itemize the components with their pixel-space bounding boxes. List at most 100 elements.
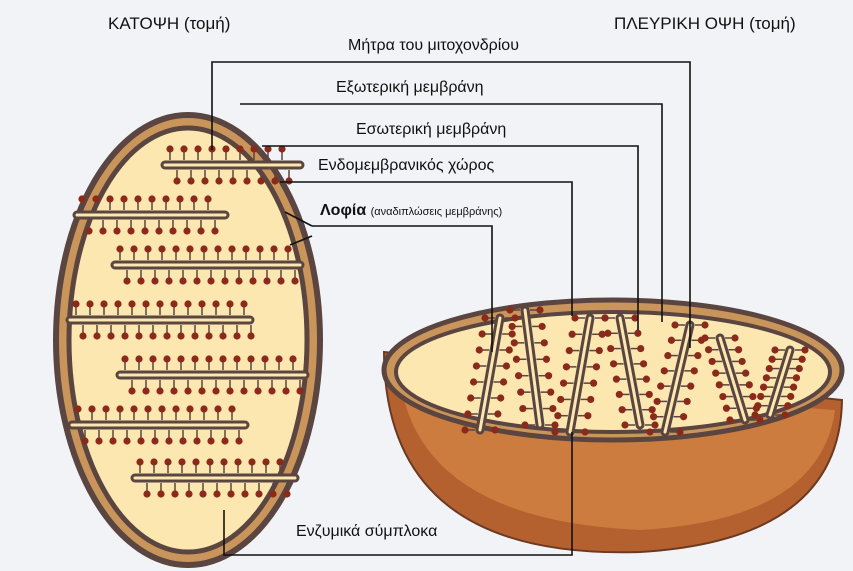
- enzyme-complex-dot: [240, 300, 247, 307]
- enzyme-complex-dot: [177, 332, 184, 339]
- enzyme-complex-dot: [613, 376, 620, 383]
- top-view-intermembrane-space: [69, 128, 307, 552]
- enzyme-complex-dot: [219, 332, 226, 339]
- enzyme-complex-dot: [155, 227, 162, 234]
- enzyme-complex-dot: [121, 355, 128, 362]
- enzyme-complex-dot: [649, 406, 656, 413]
- enzyme-complex-dot: [549, 405, 556, 412]
- enzyme-complex-dot: [128, 300, 135, 307]
- enzyme-complex-dot: [148, 195, 155, 202]
- enzyme-complex-dot: [214, 405, 221, 412]
- enzyme-complex-dot: [207, 437, 214, 444]
- enzyme-complex-dot: [165, 277, 172, 284]
- enzyme-complex-dot: [143, 490, 150, 497]
- enzyme-complex-dot: [228, 405, 235, 412]
- enzyme-complex-dot: [275, 355, 282, 362]
- enzyme-complex-dot: [491, 426, 498, 433]
- enzyme-complex-dot: [254, 387, 261, 394]
- enzyme-complex-dot: [793, 374, 800, 381]
- label-inner-membrane: Εσωτερική μεμβράνη: [356, 120, 506, 140]
- enzyme-complex-dot: [560, 380, 567, 387]
- enzyme-complex-dot: [771, 346, 778, 353]
- enzyme-complex-dot: [668, 337, 675, 344]
- enzyme-complex-dot: [643, 376, 650, 383]
- enzyme-complex-dot: [657, 383, 664, 390]
- enzyme-complex-dot: [723, 405, 730, 412]
- enzyme-complex-dot: [284, 245, 291, 252]
- enzyme-complex-dot: [219, 355, 226, 362]
- enzyme-complex-dot: [268, 387, 275, 394]
- enzyme-complex-dot: [671, 321, 678, 328]
- label-matrix: Μήτρα του μιτοχονδρίου: [348, 36, 519, 56]
- enzyme-complex-dot: [164, 458, 171, 465]
- enzyme-complex-dot: [204, 195, 211, 202]
- side-view-header: ΠΛΕΥΡΙΚΗ ΟΨΗ (τομή): [614, 14, 796, 34]
- enzyme-complex-dot: [262, 458, 269, 465]
- enzyme-complex-dot: [569, 331, 576, 338]
- enzyme-complex-dot: [180, 145, 187, 152]
- enzyme-complex-dot: [72, 300, 79, 307]
- enzyme-complex-dot: [256, 245, 263, 252]
- enzyme-complex-dot: [760, 384, 767, 391]
- enzyme-complex-dot: [199, 490, 206, 497]
- enzyme-complex-dot: [587, 396, 594, 403]
- enzyme-complex-dot: [543, 356, 550, 363]
- enzyme-complex-dot: [277, 277, 284, 284]
- enzyme-complex-dot: [190, 195, 197, 202]
- enzyme-complex-dot: [255, 490, 262, 497]
- enzyme-complex-dot: [547, 389, 554, 396]
- enzyme-complex-dot: [191, 332, 198, 339]
- enzyme-complex-dot: [171, 490, 178, 497]
- enzyme-complex-dot: [123, 437, 130, 444]
- enzyme-complex-dot: [205, 332, 212, 339]
- enzyme-complex-dot: [746, 381, 753, 388]
- enzyme-complex-dot: [211, 227, 218, 234]
- enzyme-complex-dot: [481, 314, 488, 321]
- enzyme-complex-dot: [135, 355, 142, 362]
- enzyme-complex-dot: [584, 412, 591, 419]
- enzyme-complex-dot: [650, 413, 657, 420]
- enzyme-complex-dot: [691, 367, 698, 374]
- enzyme-complex-dot: [757, 393, 764, 400]
- enzyme-complex-dot: [735, 346, 742, 353]
- enzyme-complex-dot: [263, 277, 270, 284]
- enzyme-complex-dot: [128, 387, 135, 394]
- enzyme-complex-dot: [79, 332, 86, 339]
- enzyme-complex-dot: [539, 323, 546, 330]
- enzyme-complex-dot: [640, 360, 647, 367]
- enzyme-complex-dot: [519, 405, 526, 412]
- enzyme-complex-dot: [144, 245, 151, 252]
- enzyme-complex-dot: [135, 332, 142, 339]
- enzyme-complex-dot: [654, 398, 661, 405]
- enzyme-complex-dot: [742, 370, 749, 377]
- enzyme-complex-dot: [680, 413, 687, 420]
- enzyme-complex-dot: [198, 300, 205, 307]
- enzyme-complex-dot: [185, 490, 192, 497]
- enzyme-complex-dot: [513, 356, 520, 363]
- enzyme-complex-dot: [106, 195, 113, 202]
- enzyme-complex-dot: [261, 355, 268, 362]
- enzyme-complex-dot: [545, 372, 552, 379]
- enzyme-complex-dot: [121, 332, 128, 339]
- enzyme-complex-dot: [85, 227, 92, 234]
- enzyme-complex-dot: [601, 314, 608, 321]
- enzyme-complex-dot: [282, 387, 289, 394]
- enzyme-complex-dot: [701, 321, 708, 328]
- enzyme-complex-dot: [285, 177, 292, 184]
- enzyme-complex-dot: [616, 391, 623, 398]
- enzyme-complex-dot: [100, 300, 107, 307]
- enzyme-complex-dot: [241, 490, 248, 497]
- enzyme-complex-dot: [194, 145, 201, 152]
- enzyme-complex-dot: [754, 402, 761, 409]
- enzyme-complex-dot: [787, 393, 794, 400]
- enzyme-complex-dot: [156, 387, 163, 394]
- enzyme-complex-dot: [506, 306, 513, 313]
- enzyme-complex-dot: [749, 393, 756, 400]
- enzyme-complex-dot: [610, 360, 617, 367]
- label-cristae-main: Λοφία: [320, 202, 366, 219]
- enzyme-complex-dot: [467, 394, 474, 401]
- enzyme-complex-dot: [93, 332, 100, 339]
- enzyme-complex-dot: [763, 374, 770, 381]
- enzyme-complex-dot: [116, 405, 123, 412]
